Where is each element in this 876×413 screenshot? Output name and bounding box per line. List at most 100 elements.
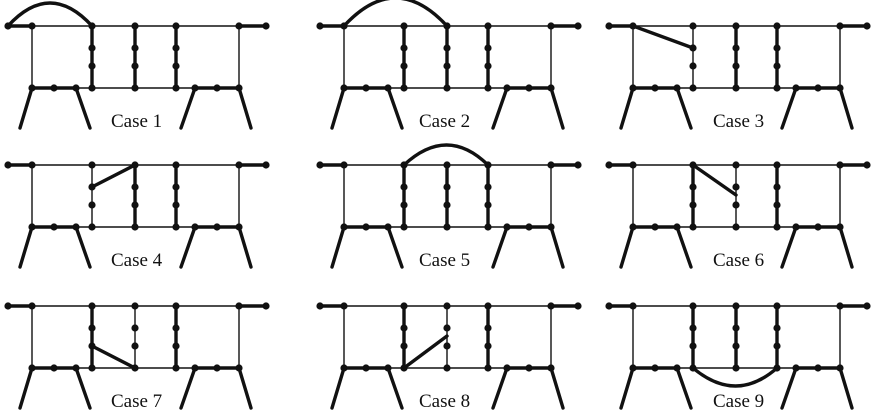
leg-node [651, 84, 659, 92]
top-node [131, 22, 139, 30]
top-node [88, 161, 96, 169]
top-node [4, 302, 12, 310]
top-node [235, 161, 243, 169]
leg-node [50, 364, 58, 372]
leg-node [503, 223, 511, 231]
bottom-node [443, 364, 451, 372]
leg-node [673, 364, 681, 372]
top-node [235, 302, 243, 310]
bottom-node [400, 84, 408, 92]
post-node [732, 44, 740, 52]
leg-node [72, 223, 80, 231]
top-node [773, 161, 781, 169]
leg-node [384, 364, 392, 372]
left-leg [619, 86, 693, 130]
arc-edge [342, 0, 449, 28]
post-node [443, 201, 451, 209]
leg-node [191, 223, 199, 231]
post-node [400, 62, 408, 70]
case-panel-1: Case 1 [4, 1, 270, 132]
top-node [340, 161, 348, 169]
top-node [605, 302, 613, 310]
top-node [88, 302, 96, 310]
leg-node [340, 223, 348, 231]
post-node [484, 44, 492, 52]
diagonal-edge [90, 344, 137, 370]
post-node [484, 324, 492, 332]
diagonal-edge [90, 163, 137, 189]
case-panel-7: Case 7 [4, 302, 270, 412]
leg-node [50, 84, 58, 92]
case-caption: Case 6 [713, 250, 764, 271]
bottom-node [773, 84, 781, 92]
top-node [732, 161, 740, 169]
top-node [605, 22, 613, 30]
post-node [484, 201, 492, 209]
bottom-node [400, 223, 408, 231]
case-caption: Case 4 [111, 250, 163, 271]
right-leg [491, 225, 565, 269]
post-node [443, 324, 451, 332]
leg-node [629, 223, 637, 231]
leg-node [525, 84, 533, 92]
diagonal-edge [631, 24, 695, 50]
top-node [547, 22, 555, 30]
right-leg [780, 225, 854, 269]
post-node [88, 44, 96, 52]
post-node [484, 183, 492, 191]
bottom-node [172, 223, 180, 231]
leg-node [792, 84, 800, 92]
leg-node [651, 364, 659, 372]
right-leg [179, 366, 253, 410]
right-leg [179, 86, 253, 130]
leg-node [235, 364, 243, 372]
post-node [172, 201, 180, 209]
top-node [400, 22, 408, 30]
post-node [400, 183, 408, 191]
leg-node [792, 364, 800, 372]
top-node [629, 161, 637, 169]
bottom-node [131, 223, 139, 231]
bottom-node [484, 223, 492, 231]
post-node [732, 201, 740, 209]
leg-node [213, 84, 221, 92]
leg-node [836, 84, 844, 92]
arc-edge [402, 143, 490, 167]
top-node [172, 161, 180, 169]
post-node [689, 62, 697, 70]
post-node [172, 62, 180, 70]
leg-node [814, 364, 822, 372]
case-panel-2: Case 2 [316, 0, 582, 132]
top-node [574, 22, 582, 30]
post-node [732, 62, 740, 70]
leg-node [72, 84, 80, 92]
leg-node [836, 364, 844, 372]
top-node [732, 302, 740, 310]
left-leg [18, 86, 92, 130]
leg-node [28, 223, 36, 231]
top-node [773, 302, 781, 310]
post-node [131, 44, 139, 52]
post-node [443, 342, 451, 350]
right-leg [780, 86, 854, 130]
top-node [316, 302, 324, 310]
top-node [172, 22, 180, 30]
leg-node [213, 223, 221, 231]
top-node [836, 161, 844, 169]
post-node [773, 183, 781, 191]
case-panel-3: Case 3 [605, 22, 871, 132]
arc-edge [691, 366, 779, 388]
top-node [863, 302, 871, 310]
post-node [172, 342, 180, 350]
post-node [773, 62, 781, 70]
post-node [689, 183, 697, 191]
case-panel-6: Case 6 [605, 161, 871, 271]
top-node [574, 302, 582, 310]
post-node [773, 44, 781, 52]
post-node [131, 324, 139, 332]
post-node [131, 183, 139, 191]
leg-node [629, 364, 637, 372]
leg-node [213, 364, 221, 372]
post-node [172, 44, 180, 52]
leg-node [525, 364, 533, 372]
